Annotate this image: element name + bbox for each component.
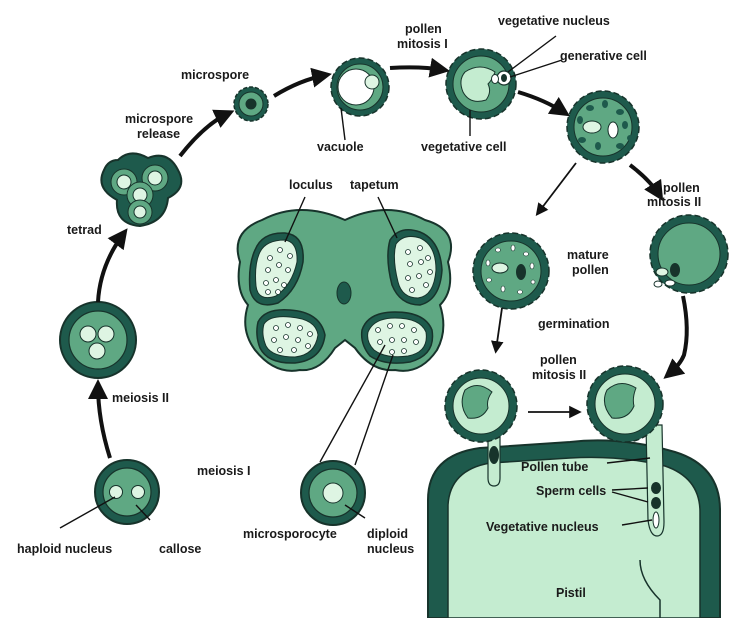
label-meiosis-i: meiosis I [197,464,251,478]
label-vegetative-nucleus: vegetative nucleus [498,14,610,28]
label-microspore: microspore [181,68,249,82]
label-pollen-mitosis-ii-mid-a: pollen [540,353,577,367]
label-pollen-mitosis-i-b: mitosis I [397,37,448,51]
tetrad [100,152,183,228]
pollen-tube-cell [586,365,665,537]
meiosis-ii-cell [59,301,137,379]
label-vacuole: vacuole [317,140,364,154]
label-vegetative-nucleus-2: Vegetative nucleus [486,520,599,534]
label-diploid-nucleus-a: diploid [367,527,408,541]
germinating-pollen [444,369,518,487]
microspore-cell [233,86,269,122]
label-tetrad: tetrad [67,223,102,237]
label-microspore-release-2: release [137,127,180,141]
label-loculus: loculus [289,178,333,192]
label-sperm-cells: Sperm cells [536,484,606,498]
thin-arrows [491,162,582,419]
label-pollen-mitosis-ii-top-a: pollen [663,181,700,195]
label-pollen-mitosis-ii-mid-b: mitosis II [532,368,586,382]
label-meiosis-ii: meiosis II [112,391,169,405]
label-microsporocyte: microsporocyte [243,527,337,541]
label-germination: germination [538,317,610,331]
label-callose: callose [159,542,201,556]
mature-pollen-cell [472,232,550,310]
label-pollen-mitosis-ii-top-b: mitosis II [647,195,701,209]
label-pollen-mitosis-i-a: pollen [405,22,442,36]
process-arrows [88,57,689,459]
label-pollen-tube: Pollen tube [521,460,588,474]
anther-cross-section [236,209,453,372]
pollen-mitosis-ii-cell [649,214,729,294]
label-vegetative-cell: vegetative cell [421,140,506,154]
developing-pollen [566,90,640,164]
label-mature-pollen-b: pollen [572,263,609,277]
label-pistil: Pistil [556,586,586,600]
label-microspore-release-1: microspore [125,112,193,126]
label-mature-pollen-a: mature [567,248,609,262]
text-labels: microspore microspore release pollen mit… [17,14,701,600]
vacuole-cell [330,57,390,117]
label-tapetum: tapetum [350,178,399,192]
vegetative-generative-cell [445,48,517,120]
leader-lines [59,35,653,529]
label-generative-cell: generative cell [560,49,647,63]
label-haploid-nucleus: haploid nucleus [17,542,112,556]
label-diploid-nucleus-b: nucleus [367,542,414,556]
microsporocyte-cell [300,460,366,526]
haploid-cell [94,459,160,525]
